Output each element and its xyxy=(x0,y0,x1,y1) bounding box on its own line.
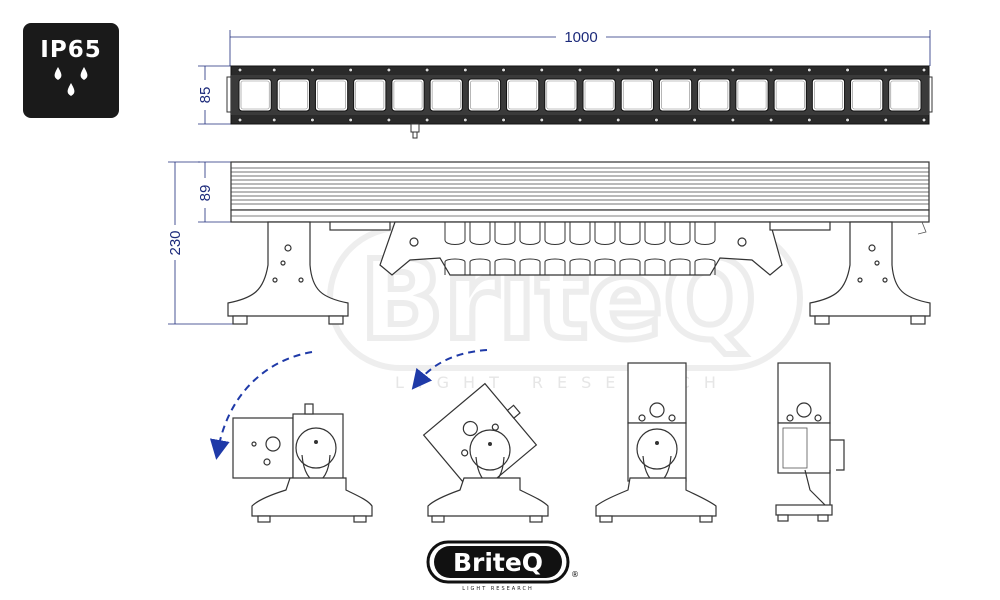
led-module xyxy=(429,78,463,112)
screw xyxy=(807,67,812,73)
logo-tagline: LIGHT RESEARCH xyxy=(462,586,533,592)
end-view-bracket xyxy=(775,362,845,522)
screw xyxy=(425,117,430,123)
logo-brand: BriteQ xyxy=(453,548,543,577)
led-module xyxy=(773,78,807,112)
led-module xyxy=(276,78,310,112)
right-stand xyxy=(809,221,931,325)
screw xyxy=(237,117,243,123)
led-module xyxy=(658,78,693,112)
screw xyxy=(692,117,697,123)
led-module xyxy=(506,78,540,112)
screw xyxy=(883,67,888,73)
screw xyxy=(501,117,506,123)
brand-logo: BriteQ ® LIGHT RESEARCH xyxy=(426,540,579,592)
screw xyxy=(654,67,659,73)
screw xyxy=(883,117,888,123)
screw xyxy=(616,117,621,123)
led-module xyxy=(314,78,349,112)
led-module xyxy=(544,78,578,112)
screw xyxy=(310,67,315,73)
screw xyxy=(692,67,697,73)
screw xyxy=(425,67,430,73)
screw xyxy=(769,67,774,73)
led-module xyxy=(391,78,425,112)
screw xyxy=(730,117,735,123)
screw xyxy=(769,117,774,123)
total-height-value: 230 xyxy=(167,230,184,255)
front-height-dimension: 85 xyxy=(197,65,232,125)
screw xyxy=(807,117,812,123)
led-module xyxy=(888,78,922,112)
screw xyxy=(577,117,583,123)
screw xyxy=(616,67,621,73)
screw xyxy=(237,67,243,73)
screw xyxy=(348,67,353,73)
screw xyxy=(310,117,315,123)
screw xyxy=(921,67,927,73)
water-drops-icon xyxy=(54,67,88,96)
ip-rating-label: IP65 xyxy=(40,37,101,63)
left-stand xyxy=(227,221,349,325)
rotation-arrow-icon xyxy=(411,349,488,390)
led-module xyxy=(620,78,654,112)
side-height-dimension: 89 xyxy=(197,161,232,223)
screw xyxy=(539,117,544,123)
led-module xyxy=(353,78,387,112)
width-value: 1000 xyxy=(564,29,597,46)
screw xyxy=(921,117,927,123)
screw xyxy=(272,67,277,73)
side-view xyxy=(227,161,931,325)
led-modules xyxy=(238,78,922,112)
end-view-tilted-45 xyxy=(411,349,549,523)
screw xyxy=(730,67,735,73)
screw xyxy=(501,67,506,73)
logo-registered: ® xyxy=(571,570,579,579)
ip65-badge: IP65 xyxy=(23,23,119,118)
front-view xyxy=(226,65,933,139)
front-height-value: 85 xyxy=(197,87,214,104)
body-fins xyxy=(444,222,716,275)
cooling-fins xyxy=(231,167,929,205)
screw xyxy=(386,117,391,123)
end-view-upright xyxy=(595,362,717,523)
screw xyxy=(845,117,850,123)
total-height-dimension: 230 xyxy=(167,161,240,325)
screw xyxy=(539,67,544,73)
screw xyxy=(463,67,468,73)
led-module xyxy=(735,78,769,112)
screw xyxy=(386,67,391,73)
led-module xyxy=(582,78,616,112)
screw xyxy=(463,117,468,123)
led-module xyxy=(238,78,272,112)
width-dimension: 1000 xyxy=(229,29,931,66)
screw xyxy=(845,67,850,73)
end-view-tilted-90 xyxy=(209,351,373,523)
led-module xyxy=(697,78,731,112)
screw xyxy=(577,67,583,73)
screw xyxy=(272,117,277,123)
led-module xyxy=(850,78,884,112)
screw xyxy=(348,117,353,123)
rotation-arrow-icon xyxy=(209,351,313,460)
front-screws xyxy=(237,67,927,123)
led-module xyxy=(811,78,846,112)
side-height-value: 89 xyxy=(197,185,214,202)
led-module xyxy=(467,78,502,112)
screw xyxy=(654,117,659,123)
